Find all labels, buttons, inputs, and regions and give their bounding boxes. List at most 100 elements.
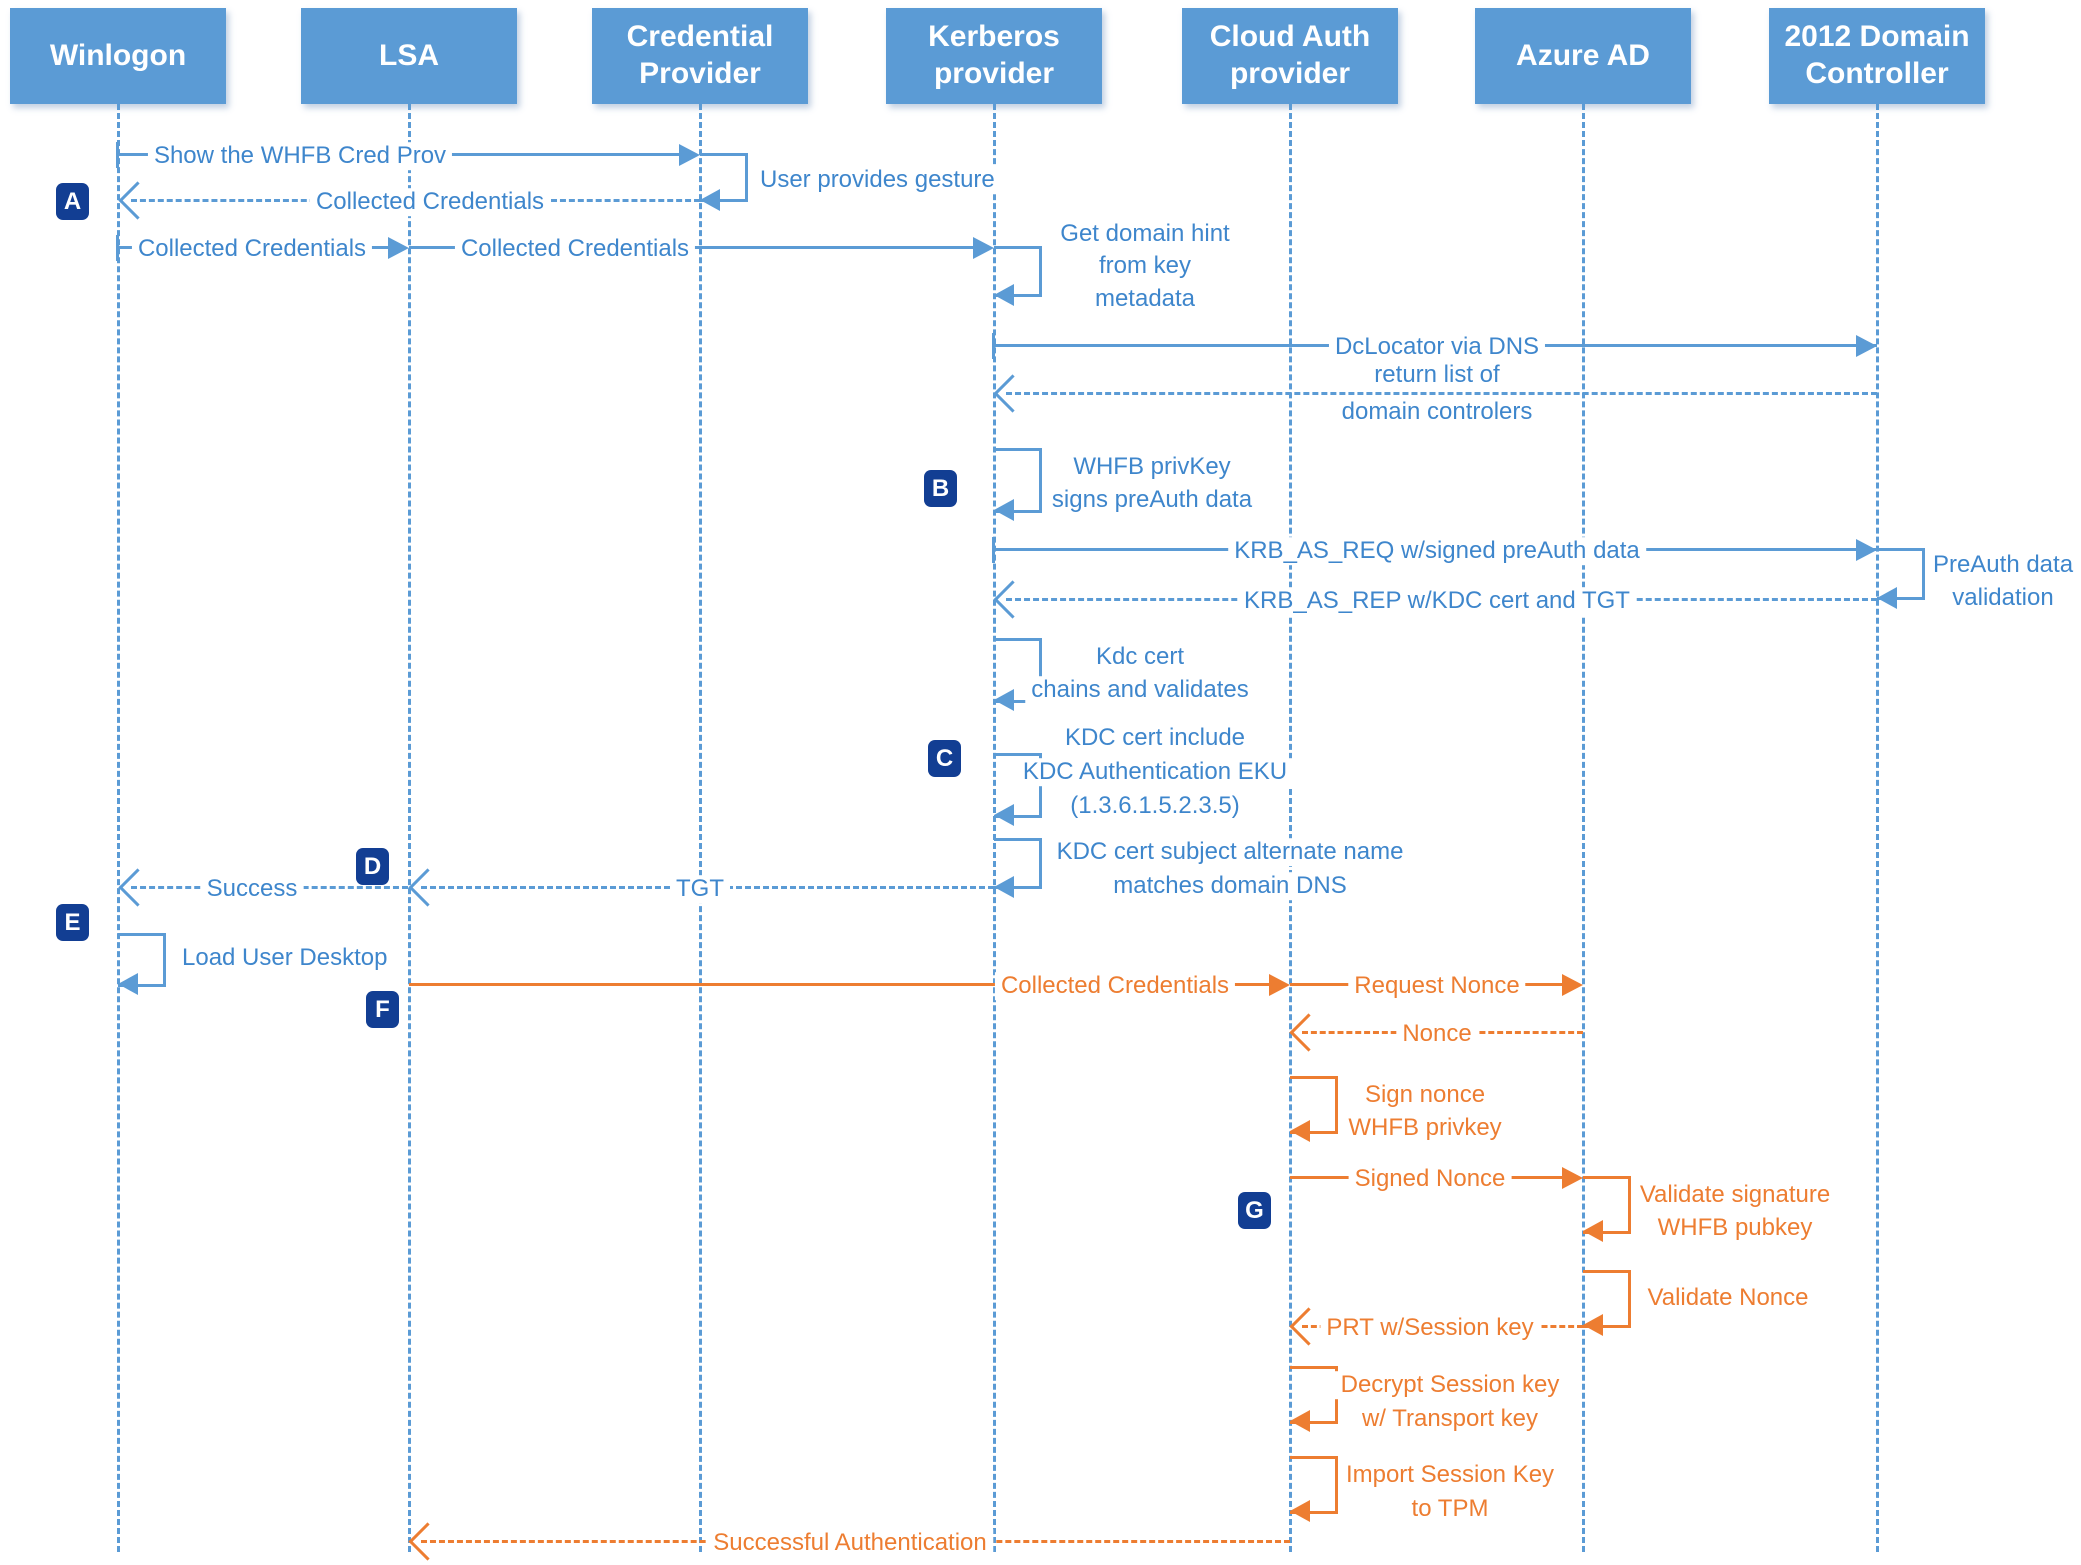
- lifeline-domain-controller: [1876, 104, 1879, 1552]
- loop-label: Validate signature: [1633, 1181, 1837, 1209]
- loop-label: KDC cert subject alternate name: [1050, 838, 1410, 866]
- actor-credential-provider: Credential Provider: [592, 8, 808, 104]
- actor-cloud-auth-provider: Cloud Auth provider: [1182, 8, 1398, 104]
- arrowhead-icon: [118, 181, 157, 220]
- self-loop: [994, 246, 1042, 297]
- message-label: Nonce: [1396, 1020, 1478, 1048]
- message-line: [409, 983, 1270, 986]
- arrowhead-icon: [1856, 539, 1877, 561]
- loop-label: KDC cert include: [1058, 724, 1252, 752]
- loop-label: w/ Transport key: [1355, 1405, 1545, 1433]
- arrowhead-icon: [973, 237, 994, 259]
- loop-label: chains and validates: [1025, 676, 1255, 704]
- self-loop: [994, 448, 1042, 513]
- arrowhead-icon: [679, 144, 700, 166]
- loop-label: WHFB privkey: [1342, 1114, 1508, 1142]
- arrowhead-icon: [1269, 974, 1290, 996]
- message-label: PRT w/Session key: [1320, 1314, 1540, 1342]
- self-loop: [1583, 1176, 1631, 1234]
- self-loop: [1877, 548, 1925, 600]
- origin-tick: [116, 142, 119, 168]
- message-label: return list of: [1368, 361, 1506, 389]
- loop-label: Sign nonce: [1358, 1081, 1492, 1109]
- actor-kerberos-provider: Kerberos provider: [886, 8, 1102, 104]
- lifeline-winlogon: [117, 104, 120, 1552]
- origin-tick: [992, 333, 995, 359]
- message-line: [1006, 392, 1877, 395]
- step-marker-d: D: [356, 848, 389, 885]
- arrowhead-icon: [1562, 1167, 1583, 1189]
- message-label: domain controlers: [1335, 398, 1539, 426]
- loop-label: Load User Desktop: [180, 944, 390, 972]
- loop-label: (1.3.6.1.5.2.3.5): [1064, 792, 1246, 820]
- message-label: DcLocator via DNS: [1328, 333, 1546, 361]
- arrowhead-icon: [993, 374, 1032, 413]
- arrowhead-icon: [994, 804, 1014, 826]
- loop-label: WHFB privKey: [1067, 453, 1237, 481]
- arrowhead-icon: [408, 1522, 447, 1561]
- arrowhead-icon: [994, 876, 1014, 898]
- origin-tick: [116, 235, 119, 261]
- actor-2012-domain-controller: 2012 Domain Controller: [1769, 8, 1985, 104]
- arrowhead-icon: [1583, 1220, 1603, 1242]
- arrowhead-icon: [994, 284, 1014, 306]
- arrowhead-icon: [994, 689, 1014, 711]
- self-loop: [1583, 1270, 1631, 1328]
- arrowhead-icon: [1856, 335, 1877, 357]
- actor-lsa: LSA: [301, 8, 517, 104]
- arrowhead-icon: [1290, 1120, 1310, 1142]
- self-loop: [1290, 1456, 1338, 1514]
- message-label: TGT: [670, 875, 730, 903]
- arrowhead-icon: [118, 973, 138, 995]
- arrowhead-icon: [994, 499, 1014, 521]
- loop-label: from key: [1092, 252, 1198, 280]
- loop-label: metadata: [1088, 285, 1202, 313]
- message-label: Show the WHFB Cred Prov: [147, 142, 453, 170]
- arrowhead-icon: [993, 580, 1032, 619]
- self-loop: [1290, 1076, 1338, 1134]
- loop-label: matches domain DNS: [1107, 872, 1353, 900]
- loop-label: to TPM: [1405, 1495, 1495, 1523]
- arrowhead-icon: [1877, 587, 1897, 609]
- arrowhead-icon: [1290, 1410, 1310, 1432]
- loop-label: validation: [1946, 584, 2060, 612]
- message-label: Request Nonce: [1348, 972, 1526, 1000]
- loop-label: KDC Authentication EKU: [1016, 758, 1294, 786]
- message-label: KRB_AS_REP w/KDC cert and TGT: [1238, 587, 1636, 615]
- loop-label: Decrypt Session key: [1334, 1371, 1566, 1399]
- loop-label: Get domain hint: [1054, 220, 1236, 248]
- arrowhead-icon: [1562, 974, 1583, 996]
- arrowhead-icon: [1289, 1013, 1328, 1052]
- actor-winlogon: Winlogon: [10, 8, 226, 104]
- message-label: Successful Authentication: [707, 1529, 993, 1557]
- step-marker-a: A: [56, 183, 89, 220]
- arrowhead-icon: [1583, 1314, 1603, 1336]
- actor-azure-ad: Azure AD: [1475, 8, 1691, 104]
- message-label: KRB_AS_REQ w/signed preAuth data: [1228, 537, 1646, 565]
- message-label: Collected Credentials: [454, 235, 696, 263]
- step-marker-f: F: [366, 991, 399, 1028]
- message-label: Signed Nonce: [1348, 1165, 1512, 1193]
- step-marker-g: G: [1238, 1192, 1271, 1229]
- loop-label: WHFB pubkey: [1651, 1214, 1819, 1242]
- step-marker-e: E: [56, 904, 89, 941]
- message-label: Collected Credentials: [309, 188, 551, 216]
- origin-tick: [992, 537, 995, 563]
- step-marker-b: B: [924, 470, 957, 507]
- arrowhead-icon: [408, 868, 447, 907]
- step-marker-c: C: [928, 740, 961, 777]
- self-loop: [118, 933, 166, 987]
- loop-label: Import Session Key: [1339, 1461, 1561, 1489]
- arrowhead-icon: [1290, 1500, 1310, 1522]
- lifeline-credential-provider: [699, 104, 702, 1552]
- self-loop: [994, 838, 1042, 889]
- lifeline-azure-ad: [1582, 104, 1585, 1552]
- message-label: Collected Credentials: [994, 972, 1236, 1000]
- loop-label: signs preAuth data: [1045, 486, 1259, 514]
- lifeline-lsa: [408, 104, 411, 1552]
- loop-label: PreAuth data: [1926, 551, 2080, 579]
- message-label: Collected Credentials: [131, 235, 373, 263]
- arrowhead-icon: [388, 237, 409, 259]
- self-loop: [994, 638, 1042, 703]
